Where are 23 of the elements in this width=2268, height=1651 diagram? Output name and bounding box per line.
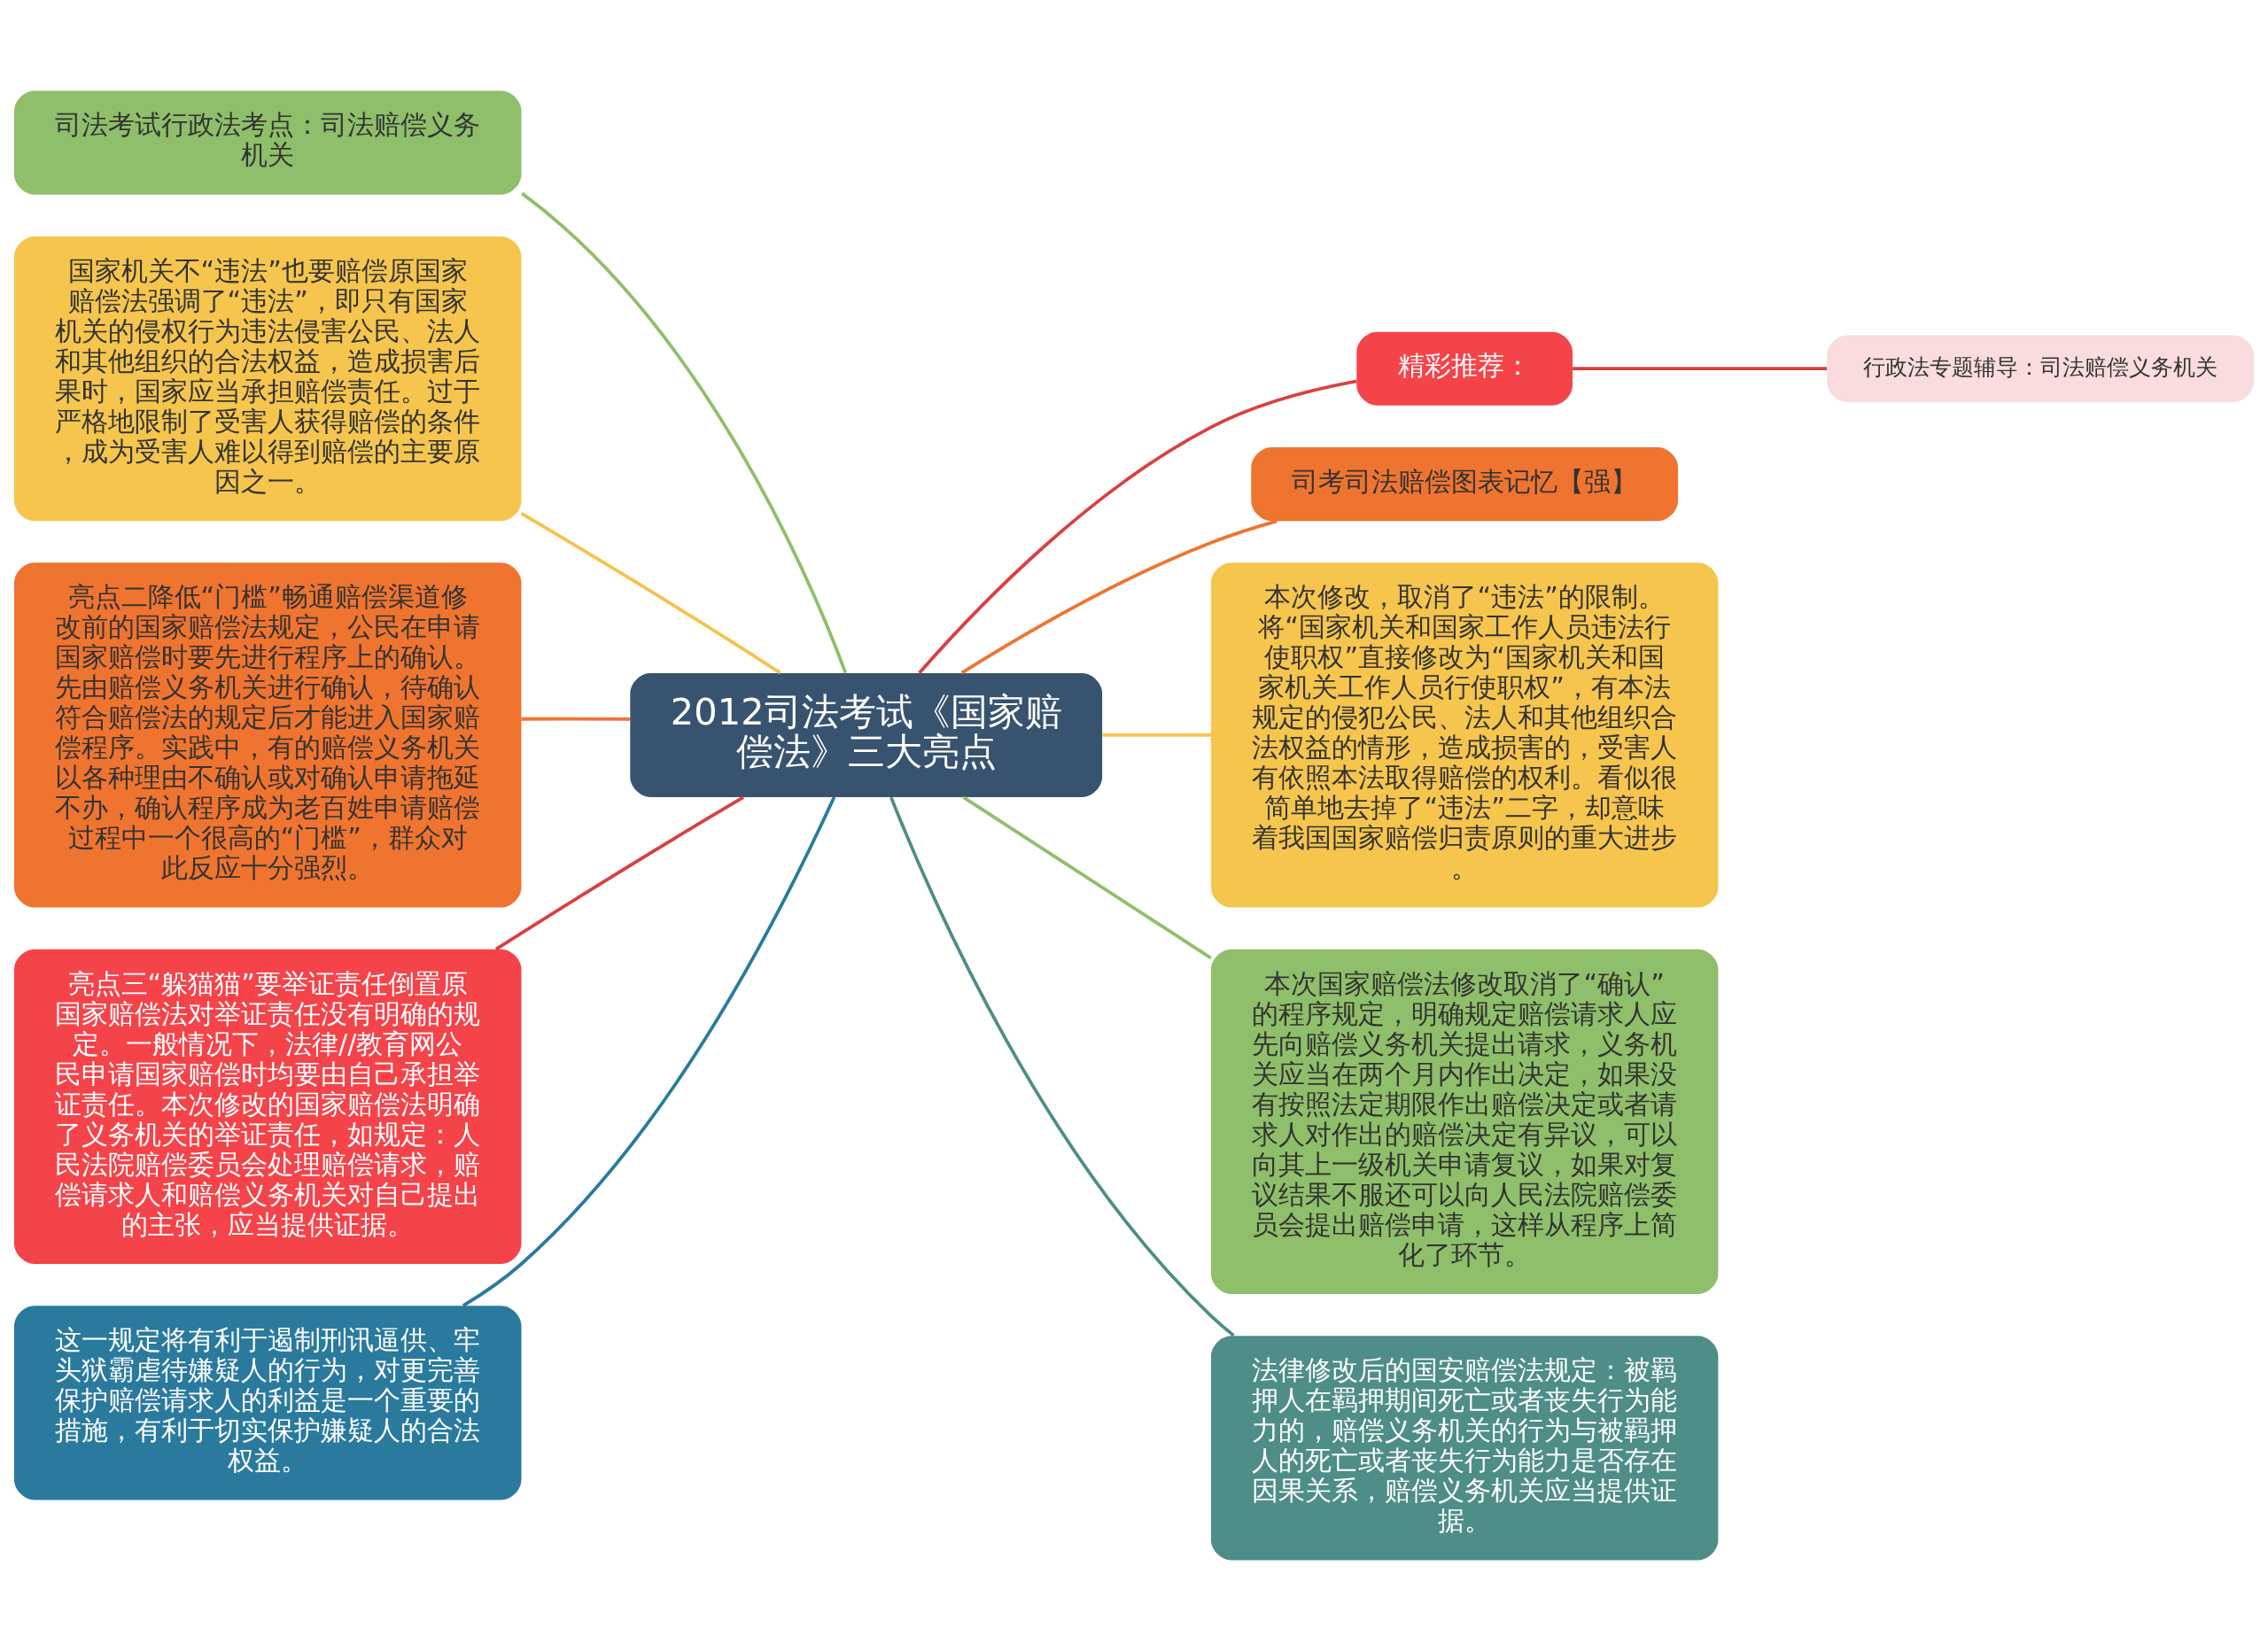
connector [521, 191, 848, 674]
node-box: 行政法专题辅导：司法赔偿义务机关 [1827, 335, 2254, 402]
node-box: 司考司法赔偿图表记忆【强】 [1251, 447, 1679, 522]
connector [521, 717, 630, 721]
node-box: 司法考试行政法考点：司法赔偿义务机关 [14, 90, 522, 195]
connector [462, 796, 836, 1307]
connector [1102, 733, 1211, 737]
node-box: 国家机关不“违法”也要赔偿原国家赔偿法强调了“违法”，即只有国家机关的侵权行为违法侵害公民、法人和其他组织的合法权益，造成损害后果时，国家应当承担赔偿责任。过于严格地限制了受害人获得赔偿的条件，成为受害人难以得到赔偿的主要原因之一。 [14, 236, 522, 522]
node-box: 精彩推荐： [1356, 331, 1573, 406]
connector [889, 796, 1235, 1337]
node-box: 亮点三“躲猫猫”要举证责任倒置原国家赔偿法对举证责任没有明确的规定。一般情况下，法律//教育网公民申请国家赔偿时均要由自己承担举证责任。本次修改的国家赔偿法明确了义务机关的举证责任，如规定：人民法院赔偿委员会处理赔偿请求，赔偿请求人和赔偿义务机关对自己提出的主张，应当提供证据。 [14, 949, 522, 1264]
node-box: 亮点二降低“门槛”畅通赔偿渠道修改前的国家赔偿法规定，公民在申请国家赔偿时要先进行程序上的确认。先由赔偿义务机关进行确认，待确认符合赔偿法的规定后才能进入国家赔偿程序。实践中，有的赔偿义务机关以各种理由不确认或对确认申请拖延不办，确认程序成为老百姓申请赔偿过程中一个很高的“门槛”，群众对此反应十分强烈。 [14, 562, 522, 908]
node-box: 本次国家赔偿法修改取消了“确认”的程序规定，明确规定赔偿请求人应先向赔偿义务机关提出请求，义务机关应当在两个月内作出决定，如果没有按照法定期限作出赔偿决定或者请求人对作出的赔偿决定有异议，可以向其上一级机关申请复议，如果对复议结果不服还可以向人民法院赔偿委员会提出赔偿申请，这样从程序上简化了环节。 [1210, 949, 1719, 1295]
node-box: 2012司法考试《国家赔偿法》三大亮点 [630, 673, 1103, 797]
connector [1573, 367, 1828, 371]
connector [918, 379, 1357, 675]
connector [960, 519, 1278, 675]
node-box: 法律修改后的国安赔偿法规定：被羁押人在羁押期间死亡或者丧失行为能力的，赔偿义务机关的行为与被羁押人的死亡或者丧失行为能力是否存在因果关系，赔偿义务机关应当提供证据。 [1210, 1336, 1719, 1561]
node-box: 这一规定将有利于遏制刑讯逼供、牢头狱霸虐待嫌疑人的行为，对更完善保护赔偿请求人的利益是一个重要的措施，有利于切实保护嫌疑人的合法权益。 [14, 1306, 522, 1500]
connector [494, 795, 745, 951]
node-box: 本次修改，取消了“违法”的限制。将“国家机关和国家工作人员违法行使职权”直接修改为“国家机关和国家机关工作人员行使职权”，有本法规定的侵犯公民、法人和其他组织合法权益的情形，造成损害的，受害人有依照本法取得赔偿的权利。看似很简单地去掉了“违法”二字，却意味着我国国家赔偿归责原则的重大进步。 [1210, 562, 1719, 908]
connector [962, 795, 1212, 960]
connector [520, 512, 781, 675]
